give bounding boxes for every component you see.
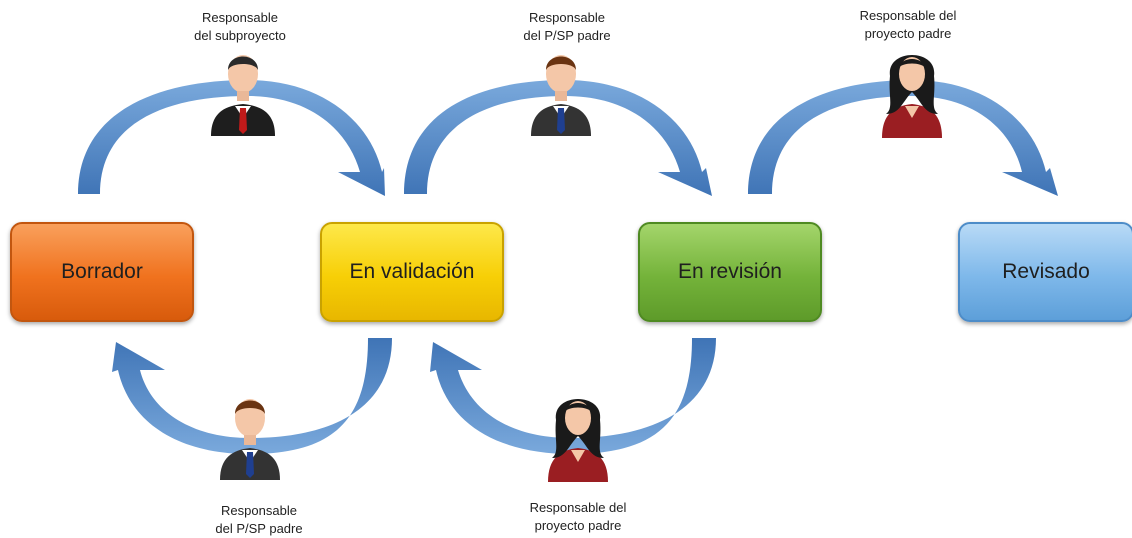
role-label-top-3: Responsable del proyecto padre — [818, 7, 998, 43]
role-label-line: del subproyecto — [194, 28, 286, 43]
state-revisado: Revisado — [958, 222, 1132, 322]
person-man-red-tie-icon — [211, 55, 275, 136]
state-en-revision-label: En revisión — [678, 260, 782, 283]
person-woman-icon — [882, 55, 942, 138]
state-en-validacion: En validación — [320, 222, 504, 322]
state-en-revision: En revisión — [638, 222, 822, 322]
role-label-line: Responsable del — [529, 500, 627, 515]
arrow-validacion-to-revision — [404, 80, 712, 196]
role-label-top-2: Responsable del P/SP padre — [477, 9, 657, 45]
role-label-line: Responsable — [202, 10, 278, 25]
arrow-revision-to-validacion — [430, 338, 716, 454]
arrow-revision-to-revisado — [748, 80, 1058, 196]
role-label-top-1: Responsable del subproyecto — [150, 9, 330, 45]
role-label-line: del P/SP padre — [215, 521, 303, 536]
role-label-line: proyecto padre — [534, 518, 622, 533]
state-borrador-label: Borrador — [61, 260, 143, 283]
person-man-blue-tie-icon — [531, 55, 591, 136]
person-woman-icon — [548, 399, 608, 482]
role-label-line: proyecto padre — [864, 26, 952, 41]
state-borrador: Borrador — [10, 222, 194, 322]
role-label-line: Responsable del — [859, 8, 957, 23]
role-label-bottom-2: Responsable del proyecto padre — [488, 499, 668, 535]
role-label-line: del P/SP padre — [523, 28, 611, 43]
role-label-bottom-1: Responsable del P/SP padre — [169, 502, 349, 538]
state-en-validacion-label: En validación — [349, 260, 475, 283]
person-man-blue-tie-icon — [220, 399, 280, 480]
arrow-validacion-to-borrador — [112, 338, 392, 454]
arrow-borrador-to-validacion — [78, 80, 385, 196]
role-label-line: Responsable — [221, 503, 297, 518]
state-revisado-label: Revisado — [1002, 260, 1090, 283]
role-label-line: Responsable — [529, 10, 605, 25]
